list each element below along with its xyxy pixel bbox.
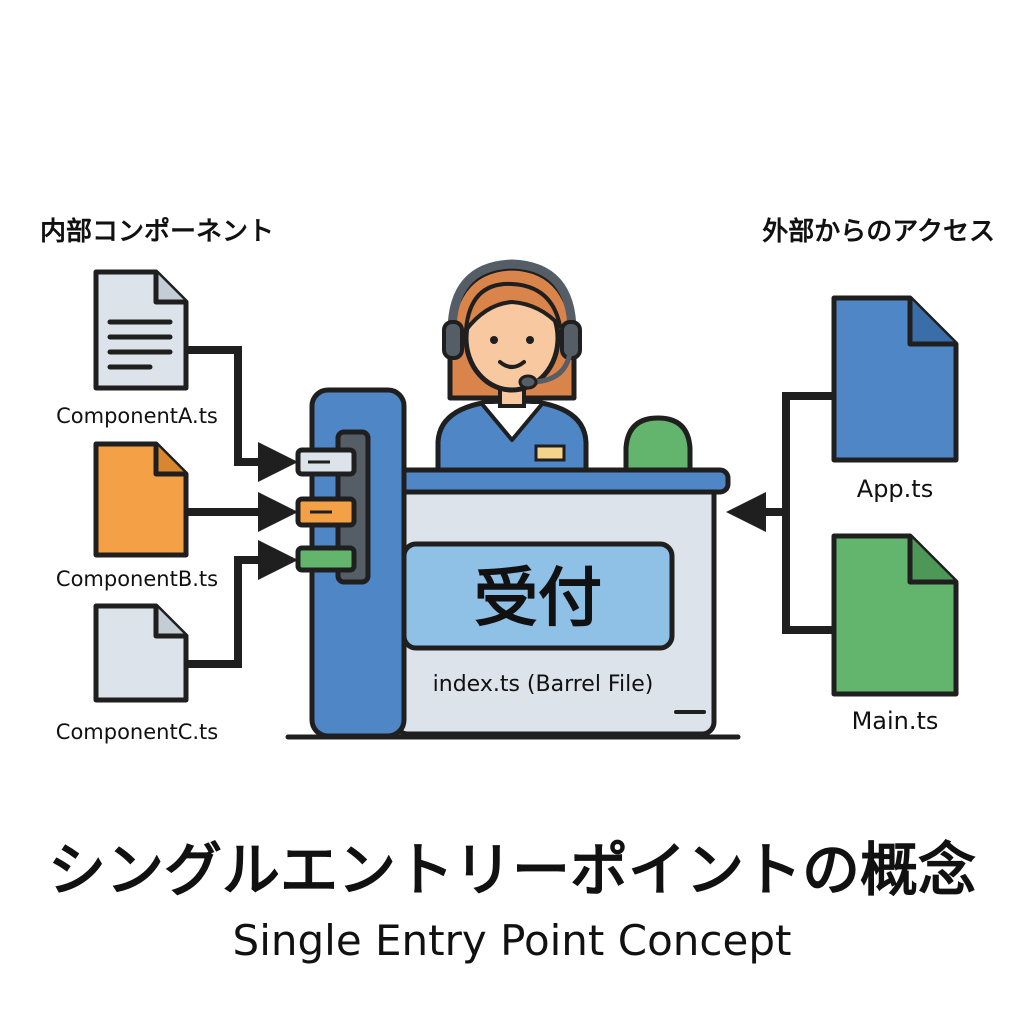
connector-consumers — [782, 392, 832, 634]
title-japanese: シングルエントリーポイントの概念 — [48, 836, 976, 904]
green-plant-icon — [623, 415, 693, 475]
intake-pillar — [295, 387, 407, 739]
arrow-component-c — [188, 540, 298, 668]
component-b-file: ComponentB.ts — [56, 441, 218, 591]
app-ts-label: App.ts — [857, 475, 933, 503]
component-c-label: ComponentC.ts — [56, 720, 218, 744]
reception-sign-label: 受付 — [474, 562, 602, 636]
component-a-file: ComponentA.ts — [56, 269, 218, 428]
component-a-label: ComponentA.ts — [56, 404, 218, 428]
component-b-label: ComponentB.ts — [56, 567, 218, 591]
desk-countertop — [389, 467, 731, 495]
component-c-file: ComponentC.ts — [56, 603, 218, 744]
barrel-file-label: index.ts (Barrel File) — [433, 672, 654, 697]
receptionist-with-headset-icon — [435, 259, 589, 473]
arrow-component-a — [188, 346, 298, 482]
file-icon — [93, 603, 189, 703]
slot-component-c — [295, 545, 357, 573]
title-english: Single Entry Point Concept — [233, 916, 792, 965]
app-ts-file: App.ts — [831, 295, 959, 503]
external-access-heading: 外部からのアクセス — [762, 217, 995, 247]
main-ts-file: Main.ts — [831, 533, 959, 735]
file-icon — [831, 533, 959, 697]
file-icon — [831, 295, 959, 463]
internal-components-heading: 内部コンポーネント — [40, 216, 274, 247]
main-ts-label: Main.ts — [852, 707, 939, 735]
